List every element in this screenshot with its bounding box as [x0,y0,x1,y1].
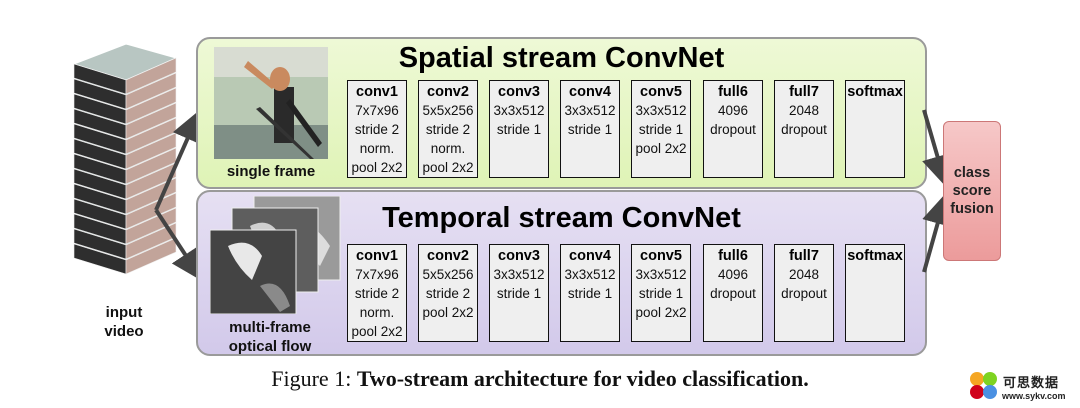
layer-param: 2048 [788,103,820,118]
layer-param: dropout [781,286,827,301]
spatial-layer-conv5: conv5 3x3x512 stride 1 pool 2x2 [631,80,691,178]
input-video-label: input video [104,304,144,340]
layer-param: stride 2 [354,286,400,301]
layer-name: conv5 [640,248,682,264]
video-frame-edge [125,87,177,125]
arrow-temporal-to-fusion [922,192,952,273]
watermark-text: 可思数据 [1003,375,1060,390]
spatial-stream-title: Spatial stream ConvNet [398,42,725,74]
layer-name: conv5 [640,84,682,100]
layer-param: pool 2x2 [422,305,474,320]
layer-param: pool 2x2 [351,160,403,175]
layer-param: pool 2x2 [635,305,687,320]
optical-flow-caption: multi-frame optical flow [228,319,312,355]
class-score-fusion-box: class score fusion [943,121,1001,261]
video-frame-edge [125,177,177,215]
layer-name: conv1 [356,84,398,100]
spatial-layer-full6: full6 4096 dropout [703,80,763,178]
temporal-layer-full7: full7 2048 dropout [774,244,834,342]
layer-param: norm. [359,305,395,320]
layer-name: softmax [847,84,903,100]
spatial-layer-softmax: softmax [845,80,905,178]
single-frame-image [214,47,328,159]
layer-param: 4096 [717,267,749,282]
video-frame-edge [125,162,177,200]
layer-param: 3x3x512 [493,267,545,282]
layer-name: full6 [718,248,748,264]
layer-param: norm. [359,141,395,156]
layer-param: 3x3x512 [635,103,687,118]
caption-prefix: Figure 1: [271,366,357,391]
layer-param: stride 1 [638,286,684,301]
layer-name: conv2 [427,84,469,100]
layer-param: dropout [781,122,827,137]
layer-param: 3x3x512 [635,267,687,282]
layer-param: stride 2 [425,122,471,137]
layer-param: pool 2x2 [635,141,687,156]
temporal-stream-title: Temporal stream ConvNet [382,202,741,234]
layer-param: 7x7x96 [355,103,399,118]
layer-param: norm. [430,141,466,156]
spatial-layer-conv1: conv1 7x7x96 stride 2 norm. pool 2x2 [347,80,407,178]
layer-name: conv3 [498,248,540,264]
input-arrows [154,110,203,280]
temporal-layer-softmax: softmax [845,244,905,342]
layer-name: full7 [789,84,819,100]
layer-param: 5x5x256 [422,103,474,118]
layer-param: stride 1 [567,286,613,301]
layer-param: 4096 [717,103,749,118]
layer-param: dropout [710,122,756,137]
layer-param: stride 1 [496,286,542,301]
temporal-layer-conv2: conv2 5x5x256 stride 2 pool 2x2 [418,244,478,342]
temporal-layer-conv3: conv3 3x3x512 stride 1 [489,244,549,342]
temporal-layer-conv5: conv5 3x3x512 stride 1 pool 2x2 [631,244,691,342]
fusion-arrows [922,109,952,273]
layer-param: stride 1 [567,122,613,137]
watermark-logo-icon [970,372,997,399]
layer-name: softmax [847,248,903,264]
layer-param: stride 2 [425,286,471,301]
layer-param: 3x3x512 [493,103,545,118]
arrow-to-temporal [154,208,203,280]
layer-param: stride 2 [354,122,400,137]
layer-param: 2048 [788,267,820,282]
layer-param: stride 1 [496,122,542,137]
layer-param: pool 2x2 [422,160,474,175]
layer-name: conv1 [356,248,398,264]
fusion-label: class score fusion [950,165,994,217]
video-frame-edge [125,132,177,170]
single-frame-caption: single frame [226,163,316,180]
watermark-url: www.sykv.com [1002,391,1066,401]
layer-name: conv4 [569,248,611,264]
layer-name: conv2 [427,248,469,264]
layer-param: 7x7x96 [355,267,399,282]
input-video-stack [72,44,178,275]
arrow-spatial-to-fusion [922,109,952,188]
layer-param: 3x3x512 [564,267,616,282]
temporal-layer-full6: full6 4096 dropout [703,244,763,342]
temporal-layer-conv4: conv4 3x3x512 stride 1 [560,244,620,342]
layer-name: full6 [718,84,748,100]
optical-flow-image [210,196,341,314]
layer-name: full7 [789,248,819,264]
caption-title: Two-stream architecture for video classi… [356,366,809,391]
layer-param: 3x3x512 [564,103,616,118]
layer-param: stride 1 [638,122,684,137]
layer-name: conv4 [569,84,611,100]
spatial-layer-conv2: conv2 5x5x256 stride 2 norm. pool 2x2 [418,80,478,178]
spatial-layer-conv4: conv4 3x3x512 stride 1 [560,80,620,178]
video-frame-edge [125,57,177,95]
figure-caption: Figure 1: Two-stream architecture for vi… [0,366,1080,392]
layer-param: pool 2x2 [351,324,403,339]
video-frame-edge [125,72,177,110]
layer-name: conv3 [498,84,540,100]
layer-param: dropout [710,286,756,301]
spatial-layer-conv3: conv3 3x3x512 stride 1 [489,80,549,178]
arrow-to-spatial [154,110,203,211]
spatial-layer-full7: full7 2048 dropout [774,80,834,178]
temporal-layer-conv1: conv1 7x7x96 stride 2 norm. pool 2x2 [347,244,407,342]
layer-param: 5x5x256 [422,267,474,282]
